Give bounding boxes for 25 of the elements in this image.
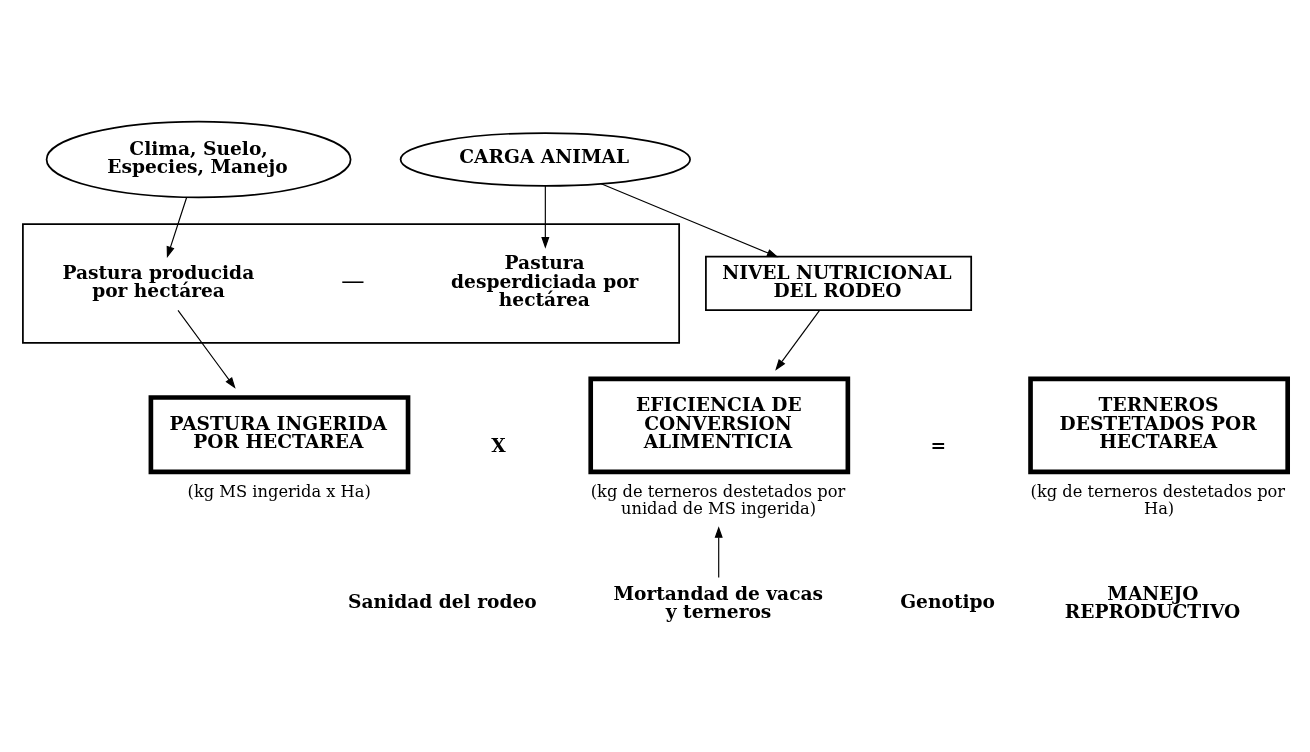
arrow <box>166 196 188 258</box>
node-ellipse: CARGA ANIMAL <box>399 131 691 187</box>
node-box: PASTURA INGERIDA POR HECTAREA <box>148 394 411 474</box>
arrow <box>600 182 779 257</box>
arrow <box>177 309 236 389</box>
arrow <box>714 525 723 578</box>
arrow <box>775 309 821 371</box>
node-label: (kg de terneros destetados por Ha) <box>1030 481 1286 518</box>
node-label: (kg MS ingerida x Ha) <box>187 481 371 501</box>
node-box: NIVEL NUTRICIONAL DEL RODEO <box>705 255 973 311</box>
label: Sanidad del rodeo <box>348 590 537 612</box>
node-text: Mortandad de vacas y terneros <box>613 582 824 622</box>
node-box: EFICIENCIA DE CONVERSION ALIMENTICIA <box>588 376 851 474</box>
label: — <box>341 266 365 294</box>
label: = <box>930 434 947 456</box>
node-text: Pastura desperdiciada por hectárea <box>451 251 639 310</box>
label: MANEJO REPRODUCTIVO <box>1064 582 1241 622</box>
label: Genotipo <box>900 590 995 612</box>
arrow <box>541 184 550 249</box>
label: X <box>491 434 506 456</box>
cluster <box>22 222 680 344</box>
node-box: TERNEROS DESTETADOS POR HECTAREA <box>1028 376 1290 474</box>
node-text: Pastura producida por hectárea <box>62 261 255 301</box>
node-label: (kg de terneros destetados por unidad de MS ingerida) <box>590 481 846 518</box>
node-ellipse: Clima, Suelo, Especies, Manejo <box>45 120 352 198</box>
